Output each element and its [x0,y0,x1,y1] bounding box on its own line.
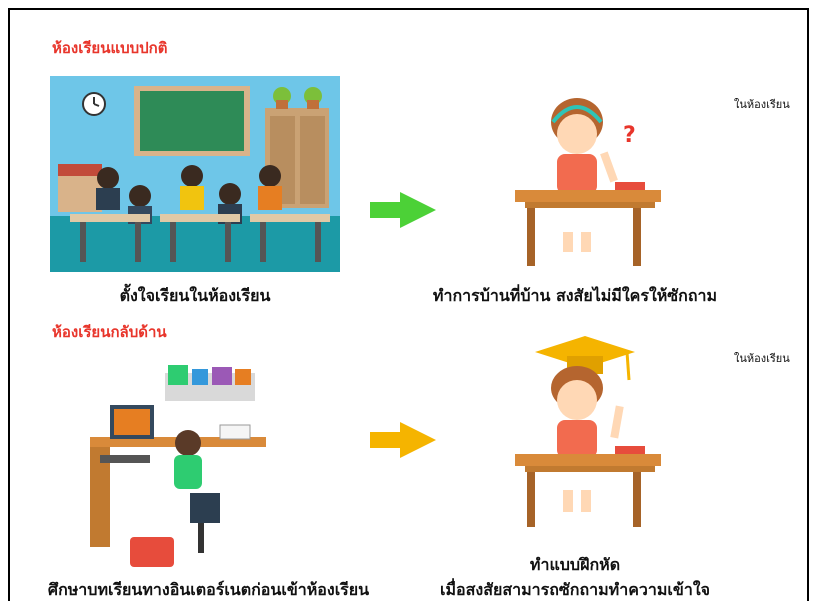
caption-attend-class: ตั้งใจเรียนในห้องเรียน [119,286,271,305]
girl-graduate-illustration [515,336,661,527]
classroom-illustration [50,76,340,272]
svg-text:?: ? [623,123,636,148]
section-title-normal: ห้องเรียนแบบปกติ [52,39,168,57]
caption-homework-no-one-to-ask: ทำการบ้านที่บ้าน สงสัยไม่มีใครให้ซักถาม [432,286,718,305]
online-study-illustration [90,365,266,567]
caption-do-exercises: ทำแบบฝึกหัด [529,555,621,574]
note-in-class-2: ในห้องเรียน [734,352,790,365]
caption-study-online-before-class: ศึกษาบทเรียนทางอินเตอร์เนตก่อนเข้าห้องเร… [47,580,370,599]
arrow-green-icon [370,192,436,228]
note-in-class-1: ในห้องเรียน [734,98,790,111]
section-title-flipped: ห้องเรียนกลับด้าน [52,323,167,341]
arrow-yellow-icon [370,422,436,458]
girl-questioning-illustration: ? [515,98,661,266]
caption-ask-when-in-doubt: เมื่อสงสัยสามารถซักถามทำความเข้าใจ [440,580,710,599]
